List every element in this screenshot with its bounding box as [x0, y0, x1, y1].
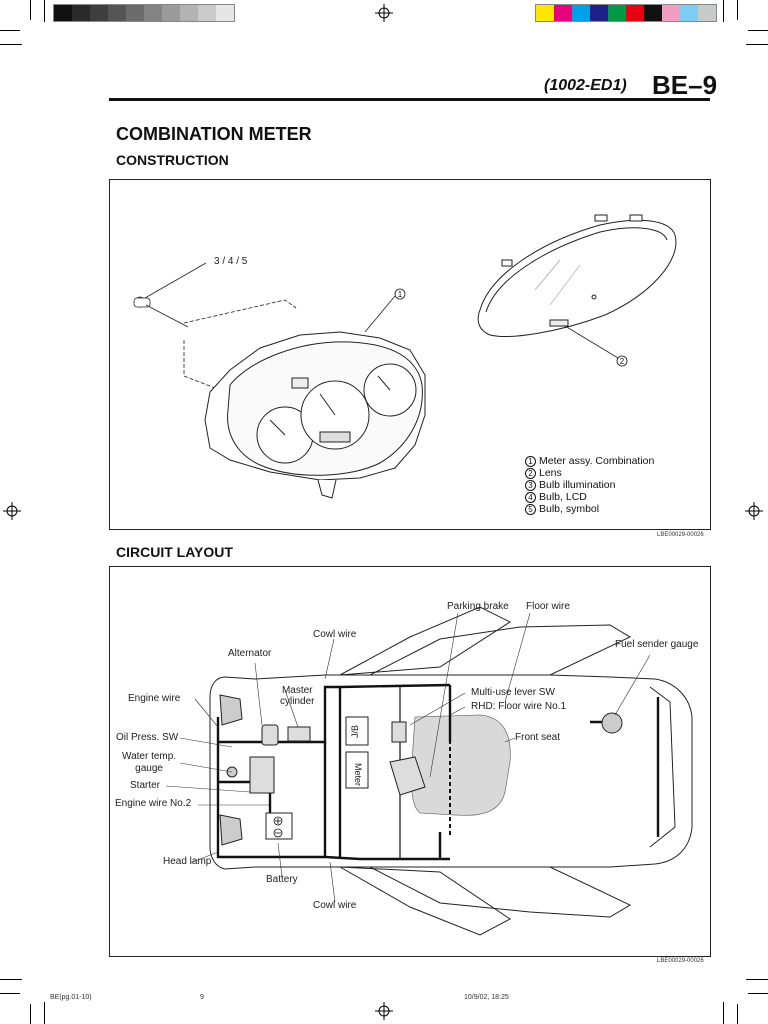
gray-swatch [216, 5, 234, 21]
label-cowl-wire-top: Cowl wire [313, 629, 357, 640]
color-swatch [626, 5, 644, 21]
car-body-outline [209, 606, 693, 936]
label-jb: J/B [350, 724, 360, 738]
crop-mark-tr [720, 0, 768, 48]
construction-figure: 1 2 3 / 4 / 5 [109, 179, 711, 530]
gray-swatch [54, 5, 72, 21]
circuit-layout-heading: CIRCUIT LAYOUT [116, 544, 233, 560]
label-multi-use-lever: Multi-use lever SW [471, 687, 555, 698]
label-master-cylinder: Master cylinder [280, 685, 315, 707]
legend-number: 4 [525, 491, 536, 503]
front-seat-shape [410, 714, 511, 816]
color-calibration-bar [535, 4, 717, 22]
registration-mark-top [375, 4, 393, 22]
label-alternator: Alternator [228, 648, 272, 659]
label-floor-wire: Floor wire [526, 601, 570, 612]
bulb-drawing [133, 296, 297, 391]
circuit-figure: Parking brake Floor wire Cowl wire Fuel … [109, 566, 711, 957]
construction-ref-code: LBE00029-00026 [657, 532, 704, 538]
page-code: BE–9 [652, 70, 718, 100]
legend-text: Bulb, symbol [539, 503, 600, 515]
footer-page: 9 [200, 994, 204, 1001]
document-code: (1002-ED1) [544, 77, 627, 94]
leader-lines [165, 612, 651, 903]
components [226, 712, 623, 840]
label-meter: Meter [353, 763, 363, 787]
label-water-temp-gauge: Water temp. gauge [122, 751, 177, 774]
meter-box [345, 751, 369, 789]
label-starter: Starter [130, 780, 161, 791]
color-swatch [572, 5, 590, 21]
footer-file: BE(pg.01-10) [50, 994, 92, 1001]
gray-swatch [144, 5, 162, 21]
legend-number: 2 [525, 467, 536, 479]
callout-2: 2 [620, 357, 625, 366]
color-swatch [554, 5, 572, 21]
color-swatch [644, 5, 662, 21]
color-swatch [698, 5, 716, 21]
label-front-seat: Front seat [515, 732, 561, 743]
construction-heading: CONSTRUCTION [116, 152, 229, 168]
color-swatch [590, 5, 608, 21]
circuit-ref-code: LBE00029-00026 [657, 958, 704, 964]
callout-1: 1 [398, 290, 403, 299]
color-swatch [680, 5, 698, 21]
footer-date: 10/9/02, 18:25 [464, 994, 509, 1001]
lens-drawing [477, 214, 677, 337]
label-parking-brake: Parking brake [447, 601, 509, 612]
legend-number: 5 [525, 503, 536, 515]
crop-mark-br [720, 976, 768, 1024]
gray-swatch [108, 5, 126, 21]
label-oil-press-sw: Oil Press. SW [116, 732, 179, 743]
meter-exploded-diagram: 1 2 [133, 214, 677, 499]
junction-block [345, 716, 369, 746]
circuit-layout-diagram [165, 606, 693, 936]
callout-bulbs: 3 / 4 / 5 [214, 256, 248, 267]
header-rule [109, 98, 710, 101]
legend-text: Lens [539, 467, 562, 479]
registration-mark-bottom [375, 1002, 393, 1020]
label-battery: Battery [266, 874, 298, 885]
legend-number: 3 [525, 479, 536, 491]
gray-swatch [162, 5, 180, 21]
meter-assembly-drawing [204, 331, 426, 499]
color-swatch [662, 5, 680, 21]
color-swatch [608, 5, 626, 21]
registration-mark-left [3, 502, 21, 520]
gray-swatch [126, 5, 144, 21]
legend-text: Meter assy. Combination [539, 455, 655, 467]
gray-swatch [90, 5, 108, 21]
gray-swatch [198, 5, 216, 21]
label-fuel-sender-gauge: Fuel sender gauge [615, 639, 699, 650]
label-engine-wire-no2: Engine wire No.2 [115, 798, 192, 809]
gray-calibration-bar [53, 4, 235, 22]
label-head-lamp: Head lamp [163, 856, 212, 867]
gray-swatch [180, 5, 198, 21]
crop-mark-bl [0, 976, 48, 1024]
registration-mark-right [745, 502, 763, 520]
legend-text: Bulb, LCD [539, 491, 587, 503]
gray-swatch [72, 5, 90, 21]
legend-number: 1 [525, 455, 536, 467]
label-cowl-wire-bottom: Cowl wire [313, 900, 357, 911]
label-engine-wire: Engine wire [128, 693, 181, 704]
crop-mark-tl [0, 0, 48, 48]
legend-text: Bulb illumination [539, 479, 616, 491]
wiring-harness [216, 683, 660, 861]
label-rhd-floor-wire: RHD: Floor wire No.1 [471, 701, 567, 712]
color-swatch [536, 5, 554, 21]
page-title: COMBINATION METER [116, 124, 312, 144]
